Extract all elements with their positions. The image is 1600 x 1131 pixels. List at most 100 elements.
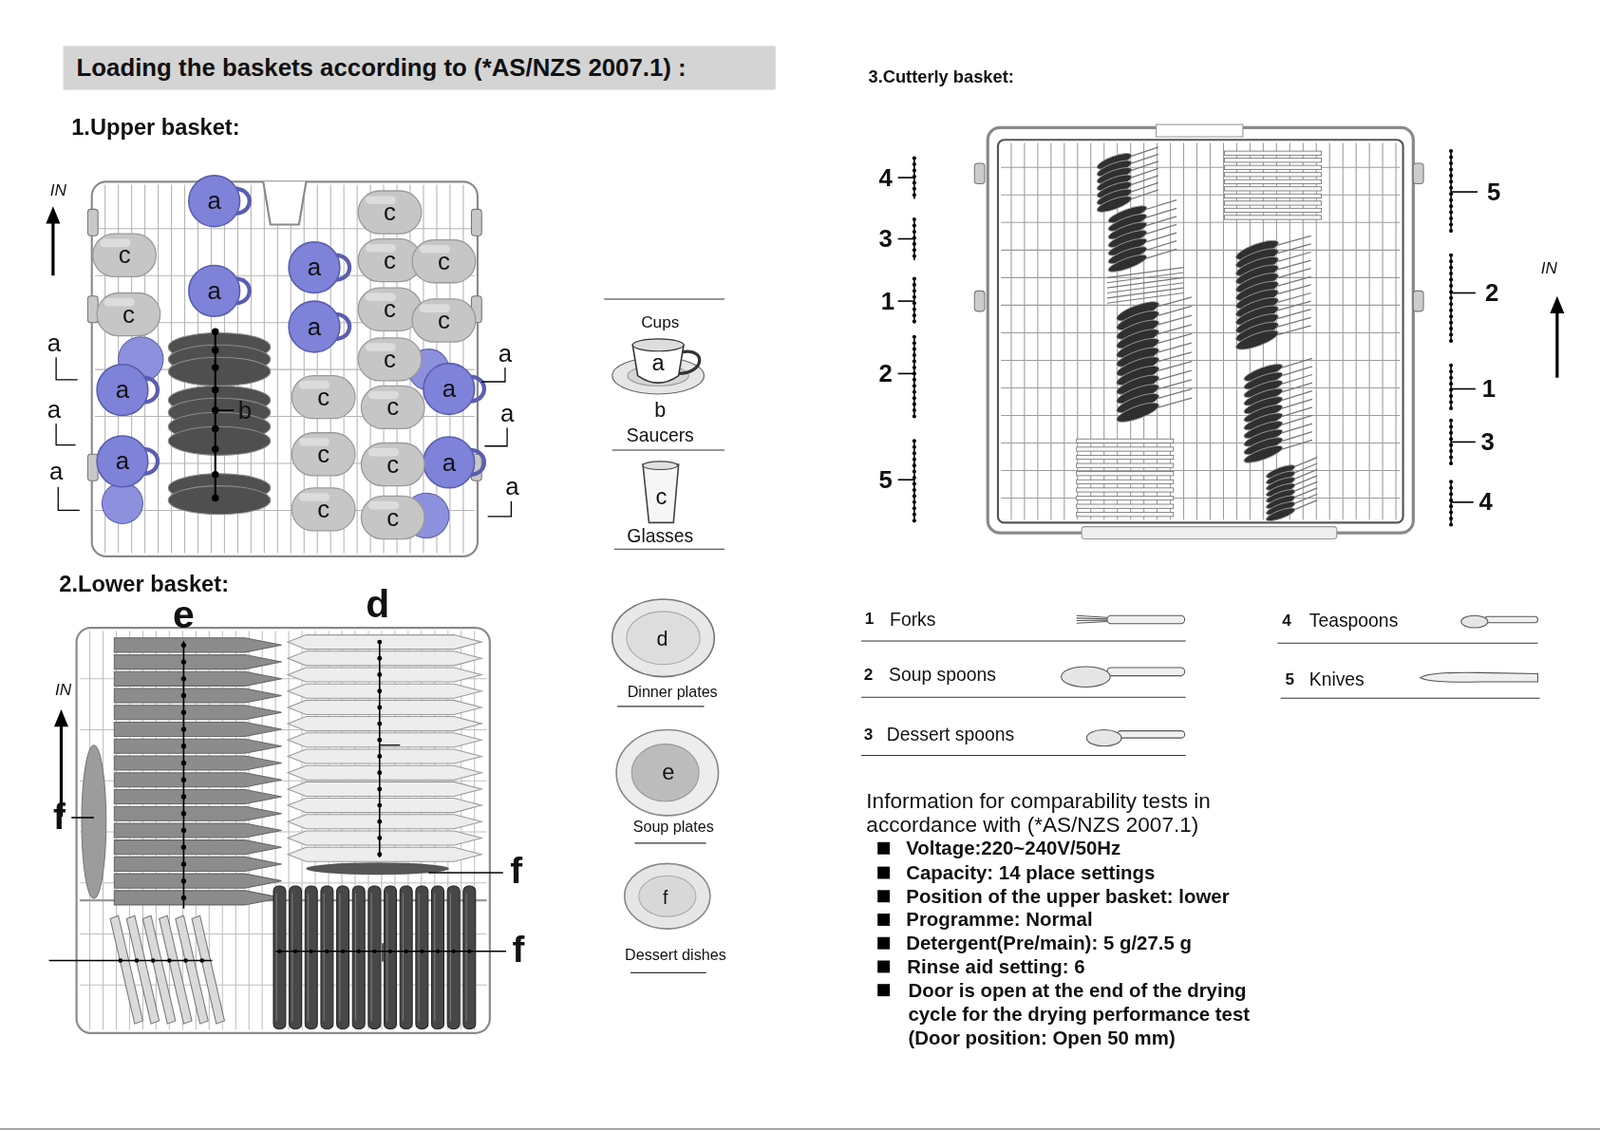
stack-dot	[357, 949, 361, 954]
callout-letter: e	[172, 595, 195, 635]
leader-line	[379, 744, 400, 746]
knife-shape	[1076, 504, 1174, 509]
stack-dot	[376, 737, 382, 743]
wire	[1000, 277, 1400, 279]
knife-shape	[1076, 495, 1174, 500]
stack-dot	[467, 949, 471, 954]
callout-letter: 1	[881, 288, 895, 314]
fork-icon-tine	[1076, 620, 1108, 622]
dish-highlight	[466, 893, 468, 1021]
stack-dot	[211, 328, 220, 337]
scale-dot	[1449, 283, 1453, 288]
dinner-plate-shape	[287, 699, 482, 715]
callout-letter: c	[437, 308, 451, 334]
scale-dot	[1449, 271, 1453, 276]
scale-dot	[1449, 210, 1453, 215]
in-arrow-head	[54, 709, 69, 727]
wire	[1395, 142, 1397, 520]
in-arrow-shaft	[1555, 310, 1559, 378]
wire	[1369, 142, 1371, 520]
spoon-shape	[1234, 326, 1281, 354]
stack-dot	[181, 726, 187, 732]
scale-dot	[1449, 449, 1453, 453]
info-item: Capacity: 14 place settings	[905, 863, 1155, 883]
scale-dot	[912, 187, 917, 191]
item-name: Forks	[889, 610, 936, 629]
stack-dot	[181, 676, 187, 681]
dish-highlight	[371, 893, 373, 1021]
wire-grid	[94, 185, 475, 554]
bracket-line	[484, 427, 508, 446]
item-name: Glasses	[626, 527, 694, 546]
soup-plate-shape	[113, 789, 282, 804]
scale-dot	[1449, 277, 1453, 282]
soup-plate-shape	[113, 705, 282, 720]
basket-clip	[1412, 163, 1424, 184]
stack-dot	[376, 851, 382, 857]
dish-highlight	[276, 893, 278, 1021]
scale-dot	[912, 353, 917, 358]
soup-plate-shape	[113, 655, 282, 670]
soup-plate-shape	[113, 721, 282, 736]
callout-letter: a	[498, 340, 512, 366]
callout-letter: 2	[1485, 281, 1499, 306]
scale-tick	[1450, 441, 1476, 444]
scale-dot	[1449, 333, 1453, 338]
scale-dot	[912, 282, 917, 287]
wire	[1196, 142, 1198, 520]
callout-letter: c	[317, 496, 330, 522]
basket-notch	[263, 181, 306, 225]
bracket-line	[56, 357, 78, 380]
bottom-rule	[0, 1128, 1600, 1130]
fork-shape	[1107, 277, 1185, 288]
glass-icon	[642, 464, 679, 523]
callout-letter: c	[383, 200, 396, 226]
scale-dot	[1449, 504, 1453, 509]
fork-icon-tine	[1076, 617, 1108, 620]
scale-dot	[1449, 173, 1453, 178]
dinner-plate-shape	[287, 716, 482, 732]
scale-dot	[1449, 259, 1453, 264]
glass-shape	[360, 443, 425, 487]
info-item: Position of the upper basket: lower	[905, 886, 1229, 906]
glass-shape	[291, 488, 356, 531]
wire	[1000, 470, 1400, 471]
scale-dot	[1449, 424, 1453, 429]
dish-highlight	[338, 893, 340, 1021]
stack-dot	[181, 861, 187, 866]
knife-shape	[1224, 207, 1322, 212]
stack-dot	[388, 949, 393, 954]
scale-dot	[912, 217, 917, 222]
scale-dot	[912, 242, 917, 246]
scale-dot	[1449, 436, 1453, 441]
scale-dot	[912, 377, 917, 382]
stack-dot	[340, 949, 345, 954]
callout-letter: d	[656, 628, 668, 649]
knife-shape	[1224, 158, 1322, 163]
basket-foot	[1081, 527, 1337, 540]
soup-plate-shape	[113, 806, 282, 821]
stack-dot	[181, 793, 187, 799]
scale-dot	[912, 313, 917, 318]
legend-rule	[1277, 642, 1538, 644]
scale-dot	[912, 229, 917, 234]
soup-plate-shape	[113, 873, 282, 888]
scale-dot	[912, 276, 917, 281]
callout-letter: 4	[879, 165, 893, 190]
stack-dot	[293, 949, 298, 954]
bullet-square	[877, 937, 890, 950]
callout-letter: 1	[865, 610, 875, 627]
basket-clip	[1412, 290, 1424, 311]
scale-dot	[1449, 253, 1453, 258]
callout-letter: a	[500, 400, 514, 426]
dessert-dish-shape	[305, 862, 449, 875]
basket-clip	[974, 163, 985, 184]
scale-dot	[1449, 491, 1453, 496]
item-name: Teaspoons	[1309, 611, 1399, 630]
stack-dot	[211, 494, 220, 503]
fork-shape	[1107, 282, 1185, 294]
knife-shape	[1076, 471, 1174, 476]
scale-dot	[912, 288, 917, 293]
bullet-square	[877, 866, 890, 880]
